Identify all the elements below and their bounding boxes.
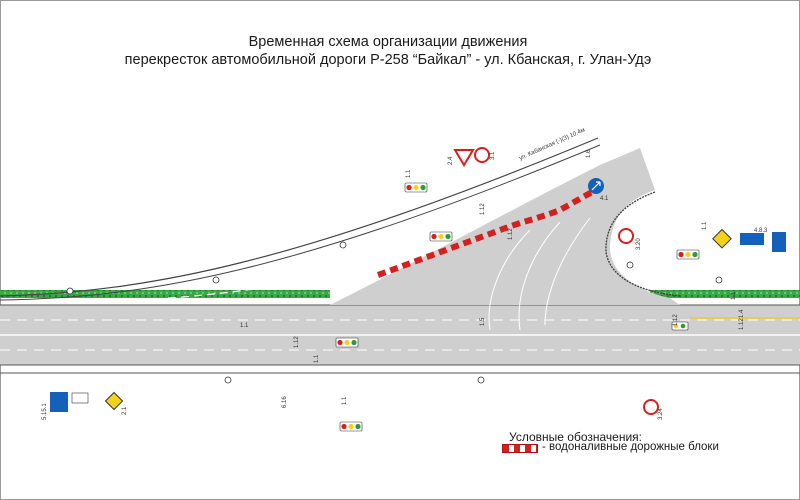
sign-label: 3.24 [658,408,664,420]
turn-arrow-1 [488,229,531,331]
legend-barrier-label: - водоналивные дорожные блоки [542,441,719,453]
marking-label: 1.12 [294,336,300,348]
marking-label: 1.12 [480,203,486,215]
water-barrier-row [376,189,594,278]
prohibition-sign-icon [474,147,490,163]
sign-label: 6.16 [282,396,288,408]
pole-icon [66,287,74,295]
sign-label: 3.1 [490,151,496,160]
sign-label: 1.1 [342,396,348,405]
barrier-swatch-icon [502,444,538,453]
sign-label: 3.20 [636,238,642,250]
grass-verge-right [650,290,800,298]
map-subtitle: перекресток автомобильной дороги Р-258 “… [124,52,652,68]
sign-label: 2.1 [122,406,128,415]
marking-label: 1.12 [673,314,679,326]
traffic-light-center [335,337,359,348]
marking-label: 1.1 [406,169,412,178]
pole-icon [477,376,485,384]
lane-sign-icon [772,232,786,252]
marking-label: 1.1 [731,291,737,300]
map-title: Временная схема организации движения [248,34,528,50]
traffic-light-east [676,249,700,260]
turn-arrow-2 [518,221,561,331]
legend-heading: Условные обозначения: [509,430,642,444]
no-overtaking-sign-icon [618,228,634,244]
marking-label: 1.5 [480,317,486,326]
traffic-light-right-lane [671,321,689,331]
mandatory-arrow-icon [591,181,601,191]
marking-label: 1.1 [240,323,249,329]
traffic-light-median [429,231,453,242]
direction-plate-left-icon [50,392,68,412]
direction-plate-icon [740,233,764,245]
marking-label: 1.1 [314,354,320,363]
legend-item-barrier: - водоналивные дорожные блоки [502,441,792,455]
pole-icon [626,261,634,269]
traffic-light-north [404,182,428,193]
give-way-sign-icon [453,149,475,167]
sign-label: 2.4 [448,156,454,165]
turn-arrow-3 [544,217,591,326]
sign-label: 4.8.3 [754,228,768,234]
priority-road-sign-left-icon [104,391,124,411]
pole-icon [212,276,220,284]
sign-label: 5.15.1 [42,403,48,420]
side-street-curb-east [605,191,681,297]
pole-icon [224,376,232,384]
side-street-edge-north [0,144,601,301]
grass-verge-left [0,290,330,298]
marking-label: 1.6 [586,149,592,158]
pole-icon [339,241,347,249]
info-plate-left-icon [71,392,89,404]
marking-label: 1.12 [508,228,514,240]
traffic-light-south [339,421,363,432]
pole-icon [715,276,723,284]
priority-road-sign-icon [712,228,732,249]
marking-label: 1.4 [739,309,745,318]
marking-label: 1.12 [739,318,745,330]
speed-limit-sign-icon [643,399,659,415]
sign-label: 4.1 [600,196,609,202]
sign-label: 1.1 [702,221,708,230]
side-street-curb-north [0,137,599,297]
